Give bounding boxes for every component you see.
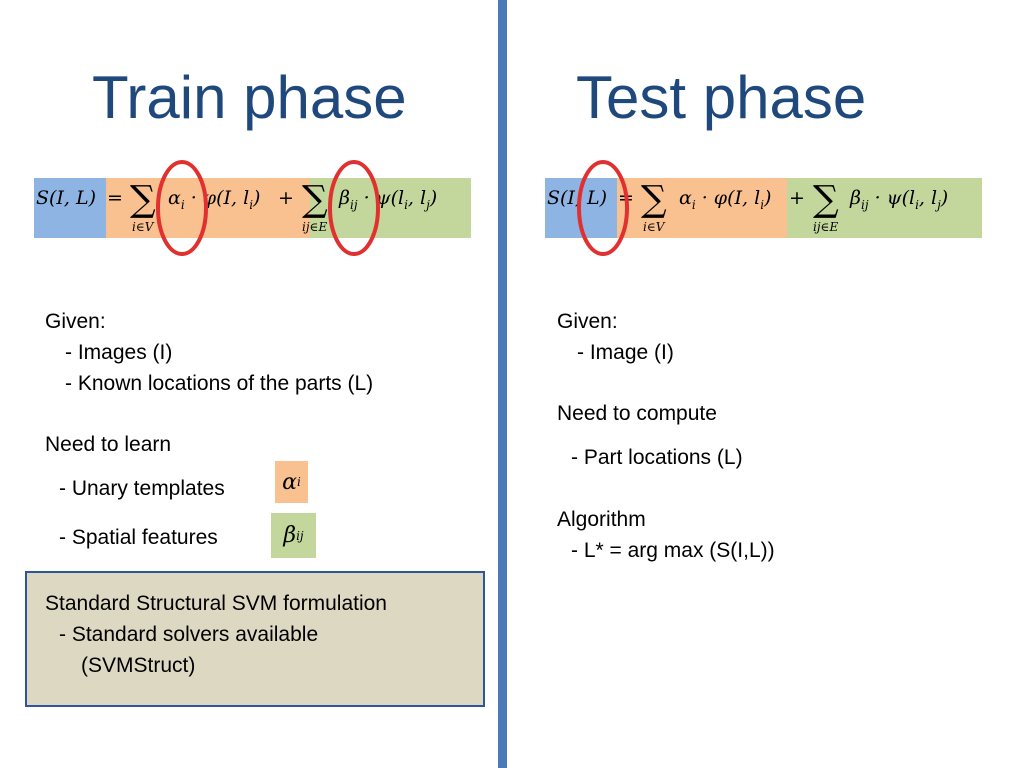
pairwise-term: βij · ψ(li, lj) xyxy=(339,187,437,212)
callout-item: - Standard solvers available xyxy=(59,623,319,646)
unary-term: αi · φ(I, li) xyxy=(679,187,771,212)
beta-symbol: β xyxy=(339,187,350,209)
train-given-label: Given: xyxy=(45,310,106,333)
plus-sign: + xyxy=(789,187,805,209)
highlight-circles xyxy=(577,160,629,256)
phi-term: · φ(I, l xyxy=(695,187,761,209)
psi-term: , l xyxy=(918,187,938,209)
score-segment xyxy=(34,178,106,238)
test-equation: S(I, L) = ∑ i∈V αi · φ(I, li) + ∑ ij∈E β… xyxy=(545,160,982,256)
equals-sign: = xyxy=(107,187,123,209)
test-compute-label: Need to compute xyxy=(557,402,717,425)
test-title: Test phase xyxy=(576,64,867,131)
alpha-subscript: i xyxy=(180,197,185,212)
train-equation: S(I, L) = ∑ i∈V αi · φ(I, li) + ∑ ij∈E β… xyxy=(34,160,471,256)
alpha-symbol: α xyxy=(168,187,181,209)
highlight-circles xyxy=(156,160,380,256)
sum-symbol: ∑ xyxy=(813,179,839,220)
alpha-subscript: i xyxy=(297,475,301,489)
beta-subscript: ij xyxy=(296,528,304,543)
close-paren: ) xyxy=(429,187,438,209)
close-paren: ) xyxy=(764,187,772,209)
psi-term: , l xyxy=(407,187,427,209)
column-divider xyxy=(498,0,507,768)
callout-item: (SVMStruct) xyxy=(81,654,196,677)
psi-subscript: j xyxy=(426,197,430,212)
pairwise-term: βij · ψ(li, lj) xyxy=(850,187,948,212)
sum-index: ij∈E xyxy=(302,220,328,234)
train-learn-item: - Spatial features xyxy=(59,526,218,549)
train-given-item: - Images (I) xyxy=(65,341,173,364)
close-paren: ) xyxy=(940,187,949,209)
pairwise-segment xyxy=(310,178,471,238)
score-term: S(I, L) xyxy=(547,187,608,209)
alpha-highlight-circle xyxy=(156,160,208,256)
callout-heading: Standard Structural SVM formulation xyxy=(45,592,387,615)
sum-symbol: ∑ xyxy=(641,179,667,220)
phi-subscript: i xyxy=(249,197,254,212)
pairwise-segment xyxy=(787,178,982,238)
psi-subscript: i xyxy=(915,197,919,212)
close-paren: ) xyxy=(253,187,261,209)
test-given-item: - Image (I) xyxy=(577,341,674,364)
sum-index: ij∈E xyxy=(813,220,839,234)
psi-term: · ψ(l xyxy=(357,187,405,209)
beta-subscript: ij xyxy=(860,197,869,212)
alpha-symbol: α xyxy=(282,469,297,495)
phi-subscript: i xyxy=(760,197,765,212)
psi-subscript: i xyxy=(404,197,408,212)
test-algorithm-label: Algorithm xyxy=(557,508,646,531)
train-learn-item: - Unary templates xyxy=(59,477,225,500)
sum-index: i∈V xyxy=(132,220,154,234)
unary-segment xyxy=(617,178,787,238)
psi-term: · ψ(l xyxy=(868,187,916,209)
beta-highlight-circle xyxy=(328,160,380,256)
test-compute-item: - Part locations (L) xyxy=(571,446,743,469)
alpha-subscript: i xyxy=(691,197,696,212)
test-algorithm-item: - L* = arg max (S(I,L)) xyxy=(571,539,775,562)
beta-symbol: β xyxy=(283,523,297,548)
sum-symbol: ∑ xyxy=(130,179,156,220)
sum-index: i∈V xyxy=(643,220,665,234)
plus-sign: + xyxy=(278,187,294,209)
alpha-symbol: α xyxy=(679,187,692,209)
psi-subscript: j xyxy=(937,197,941,212)
train-title: Train phase xyxy=(92,64,407,131)
score-term: S(I, L) xyxy=(36,187,97,209)
test-given-label: Given: xyxy=(557,310,618,333)
beta-subscript: ij xyxy=(349,197,358,212)
sum-symbol: ∑ xyxy=(302,179,328,220)
train-learn-label: Need to learn xyxy=(45,433,172,456)
score-highlight-circle xyxy=(577,160,629,256)
beta-symbol: β xyxy=(850,187,861,209)
train-given-item: - Known locations of the parts (L) xyxy=(65,372,374,395)
svm-callout-box: Standard Structural SVM formulation - St… xyxy=(25,571,485,707)
